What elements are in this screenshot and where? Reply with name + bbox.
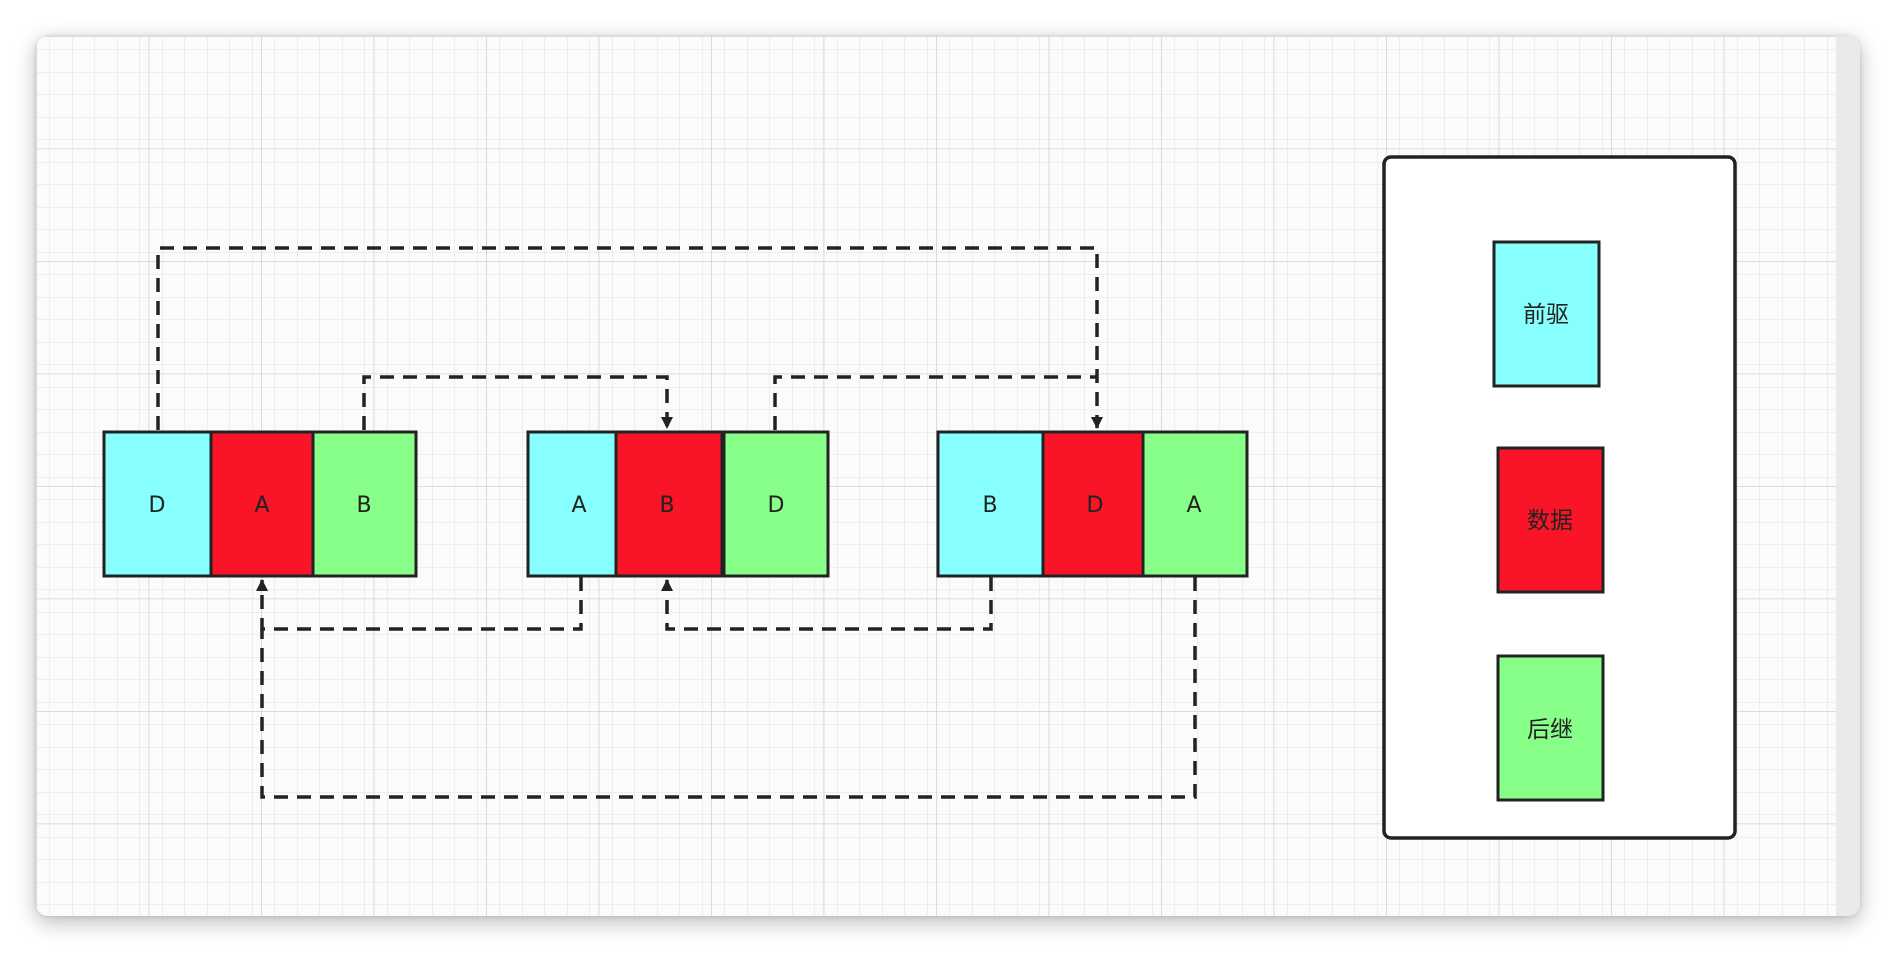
legend-label-successor: 后继 [1527,717,1573,743]
legend-swatch-predecessor [1492,240,1601,388]
node-d-prev-label: B [982,493,997,518]
node-a-prev-label: D [149,493,166,518]
legend-swatch-data [1496,446,1605,594]
connector-b-prev-to-a [256,577,583,631]
node-b-next-cell [722,430,830,578]
list-node-b: A B D [526,430,830,578]
connector-d-prev-to-b [661,577,993,631]
node-b-next-label: D [768,493,785,518]
connector-b-next-to-d [773,375,1097,430]
legend-swatch-successor [1496,654,1605,802]
connectors [156,246,1197,799]
node-a-next-label: B [356,493,371,518]
canvas-scroll-edge [1836,36,1860,916]
legend-label-data: 数据 [1527,508,1573,534]
connector-a-prev-to-d [156,246,1103,430]
list-node-d: B D A [936,430,1249,578]
connector-a-next-to-b [362,375,673,430]
node-b-prev-label: A [571,493,586,518]
diagram-svg: D A B A B D B D A 前驱 数 [36,36,1860,916]
node-b-data-label: B [659,493,674,518]
node-a-data-label: A [254,493,269,518]
list-node-a: D A B [102,430,418,578]
node-a-next-cell [311,430,418,578]
node-d-data-label: D [1087,493,1104,518]
legend: 前驱 数据 后继 [1382,155,1737,840]
legend-label-predecessor: 前驱 [1523,302,1569,328]
node-a-data-cell [209,430,315,578]
node-d-next-label: A [1186,493,1201,518]
diagram-canvas: D A B A B D B D A 前驱 数 [36,36,1860,916]
node-b-data-cell [614,430,724,578]
node-d-data-cell [1041,430,1145,578]
node-b-prev-cell [526,430,618,578]
node-a-prev-cell [102,430,213,578]
node-d-next-cell [1141,430,1249,578]
